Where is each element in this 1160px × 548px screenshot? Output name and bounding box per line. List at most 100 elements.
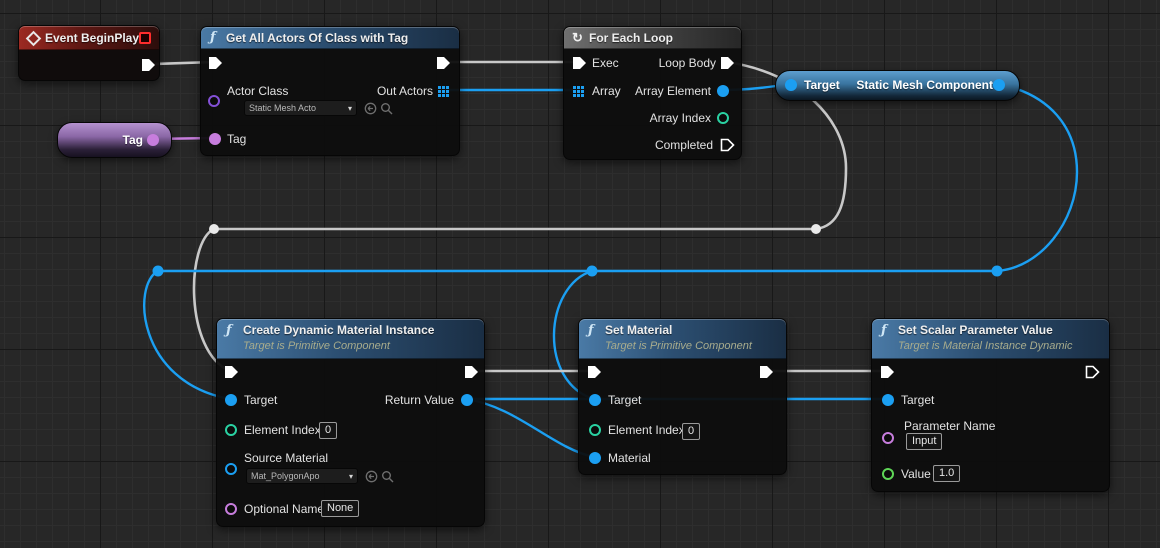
node-for-each-loop[interactable]: ↻ For Each Loop Exec Loop Body Array Arr… (563, 26, 742, 160)
exec-in-pin[interactable] (587, 365, 602, 379)
reroute-node-smc-mid[interactable] (586, 265, 598, 277)
node-title: Set Material (605, 323, 673, 337)
array-element-pin[interactable] (717, 85, 729, 97)
out-actors-pin-label: Out Actors (376, 84, 433, 98)
return-value-pin-label: Return Value (384, 393, 454, 407)
exec-out-pin[interactable] (464, 365, 479, 379)
node-header[interactable]: ↻ For Each Loop (564, 27, 741, 49)
source-material-pin[interactable] (225, 463, 237, 475)
node-title: For Each Loop (589, 31, 673, 45)
event-icon (25, 30, 42, 47)
tag-variable-label: Tag (122, 133, 143, 147)
completed-pin-label: Completed (654, 138, 713, 152)
node-header[interactable]: ƒ Get All Actors Of Class with Tag (201, 27, 459, 49)
node-get-all-actors-of-class-with-tag[interactable]: ƒ Get All Actors Of Class with Tag Actor… (200, 26, 460, 156)
optional-name-input[interactable]: None (321, 500, 360, 517)
array-index-pin[interactable] (717, 112, 729, 124)
loop-body-pin-label: Loop Body (658, 56, 716, 70)
exec-out-pin[interactable] (141, 58, 156, 72)
function-icon: ƒ (226, 323, 232, 338)
exec-out-pin[interactable] (759, 365, 774, 379)
exec-in-pin[interactable] (208, 56, 223, 70)
node-title: Get All Actors Of Class with Tag (226, 31, 409, 45)
target-pin-label: Target (244, 393, 278, 407)
material-pin[interactable] (589, 452, 601, 464)
reset-to-default-icon[interactable] (365, 470, 378, 483)
function-icon: ƒ (210, 30, 216, 45)
optional-name-pin[interactable] (225, 503, 237, 515)
parameter-name-pin[interactable] (882, 432, 894, 444)
node-title: Event BeginPlay (45, 31, 140, 45)
actor-class-pin[interactable] (208, 95, 220, 107)
node-title: Create Dynamic Material Instance (243, 323, 435, 337)
node-target-static-mesh-component[interactable]: Target Static Mesh Component (775, 70, 1020, 101)
node-header[interactable]: ƒ Create Dynamic Material Instance Targe… (217, 319, 484, 359)
static-mesh-component-output-pin[interactable] (993, 79, 1005, 91)
value-pin[interactable] (882, 468, 894, 480)
target-pin[interactable] (589, 394, 601, 406)
wire-smc-to-dmi-target[interactable] (143, 269, 232, 401)
reroute-node-exec-right[interactable] (811, 224, 821, 234)
value-input[interactable]: 1.0 (933, 465, 961, 482)
element-index-pin[interactable] (589, 424, 601, 436)
node-header[interactable]: ƒ Set Scalar Parameter Value Target is M… (872, 319, 1109, 359)
exec-out-pin[interactable] (436, 56, 451, 70)
source-material-dropdown[interactable]: Mat_PolygonApo ▾ (246, 468, 358, 484)
exec-out-pin[interactable] (1085, 365, 1100, 379)
loop-icon: ↻ (572, 30, 583, 45)
array-pin[interactable] (573, 86, 576, 89)
exec-in-pin[interactable] (880, 365, 895, 379)
target-pin-label: Target (608, 393, 642, 407)
element-index-input[interactable]: 0 (319, 422, 338, 439)
event-box-icon (139, 32, 151, 44)
node-tag-variable[interactable]: Tag (57, 122, 172, 158)
value-pin-label: Value (901, 467, 931, 481)
browse-icon[interactable] (380, 102, 393, 115)
target-pin[interactable] (225, 394, 237, 406)
node-title: Set Scalar Parameter Value (898, 323, 1053, 337)
reroute-node-smc-right[interactable] (991, 265, 1003, 277)
actor-class-pin-label: Actor Class (227, 84, 289, 98)
reroute-node-smc-left[interactable] (152, 265, 164, 277)
out-actors-array-pin[interactable] (438, 86, 441, 89)
source-material-dropdown-value: Mat_PolygonApo (251, 471, 320, 481)
node-header[interactable]: ƒ Set Material Target is Primitive Compo… (579, 319, 786, 359)
completed-exec-pin[interactable] (720, 138, 735, 152)
parameter-name-input[interactable]: Input (906, 433, 943, 450)
chevron-down-icon: ▾ (348, 471, 353, 481)
array-index-pin-label: Array Index (649, 111, 711, 125)
parameter-name-pin-label: Parameter Name (904, 419, 996, 433)
function-icon: ƒ (588, 323, 594, 338)
static-mesh-component-label: Static Mesh Component (856, 78, 993, 92)
exec-in-pin[interactable] (572, 56, 587, 70)
reset-to-default-icon[interactable] (364, 102, 377, 115)
exec-in-pin[interactable] (224, 365, 239, 379)
tag-pin[interactable] (209, 133, 221, 145)
node-header[interactable]: Event BeginPlay (19, 26, 159, 50)
target-pin[interactable] (882, 394, 894, 406)
wire-exec-loopbody-c[interactable] (192, 227, 232, 373)
return-value-pin[interactable] (461, 394, 473, 406)
function-icon: ƒ (881, 323, 887, 338)
tag-output-pin[interactable] (147, 134, 159, 146)
target-input-pin[interactable] (785, 79, 797, 91)
element-index-pin-label: Element Index (244, 423, 321, 437)
node-create-dynamic-material-instance[interactable]: ƒ Create Dynamic Material Instance Targe… (216, 318, 485, 527)
node-event-beginplay[interactable]: Event BeginPlay (18, 25, 160, 81)
wire-smc-a[interactable] (995, 82, 1079, 273)
node-subtitle: Target is Primitive Component (243, 340, 390, 352)
actor-class-dropdown-value: Static Mesh Acto (249, 103, 317, 113)
optional-name-pin-label: Optional Name (244, 502, 325, 516)
wire-returnvalue-material[interactable] (464, 397, 596, 459)
element-index-input[interactable]: 0 (682, 423, 701, 440)
reroute-node-exec-left[interactable] (209, 224, 219, 234)
element-index-pin[interactable] (225, 424, 237, 436)
node-set-scalar-parameter-value[interactable]: ƒ Set Scalar Parameter Value Target is M… (871, 318, 1110, 492)
browse-icon[interactable] (381, 470, 394, 483)
chevron-down-icon: ▾ (347, 103, 352, 113)
node-set-material[interactable]: ƒ Set Material Target is Primitive Compo… (578, 318, 787, 475)
wire-smc-to-setmaterial-target[interactable] (552, 269, 596, 401)
loop-body-exec-pin[interactable] (720, 56, 735, 70)
actor-class-dropdown[interactable]: Static Mesh Acto ▾ (244, 100, 357, 116)
